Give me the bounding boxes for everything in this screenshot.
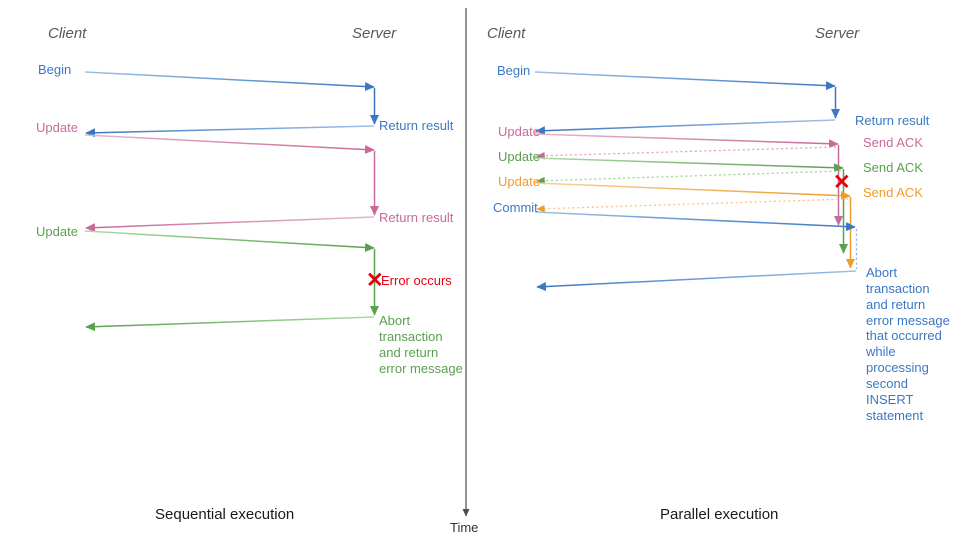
right-panel-caption: Parallel execution [660,506,779,523]
arrow-send-ack-3 [536,198,849,213]
arrow-abort-return-left [85,316,375,332]
arrow-begin [84,71,375,92]
left-panel-arrows [84,71,379,332]
right-label-update-3: Update [498,174,540,189]
right-label-commit: Commit [493,200,538,215]
error-x-icon-left: ✕ [366,269,384,292]
left-label-return-result-1: Return result [379,118,454,133]
left-label-update-1: Update [36,120,78,135]
left-label-update-2: Update [36,224,78,239]
right-label-send-ack-2: Send ACK [863,160,923,175]
right-label-update-2: Update [498,149,540,164]
arrow-update-2 [84,230,375,252]
right-label-send-ack-3: Send ACK [863,185,923,200]
right-label-abort-block: Abort transaction and return error messa… [866,265,950,423]
right-label-return-result: Return result [855,113,930,128]
arrow-return-result-2 [85,216,375,233]
right-label-begin: Begin [497,63,531,78]
arrow-return-result-right [535,119,836,136]
right-panel-arrows [534,71,858,292]
arrow-update-2-right [534,157,844,173]
left-label-return-result-2: Return result [379,210,454,225]
left-panel-caption: Sequential execution [155,506,295,523]
arrow-update-1 [84,134,375,155]
left-server-header: Server [352,25,397,42]
right-server-header: Server [815,25,860,42]
arrow-return-result-1 [85,125,375,138]
left-label-error-occurs: Error occurs [381,273,452,288]
arrow-commit [534,211,856,232]
arrow-update-3-right [534,182,851,201]
right-client-header: Client [487,25,526,42]
left-label-abort-block: Abort transaction and return error messa… [379,313,463,376]
right-label-update-1: Update [498,124,540,139]
right-label-send-ack-1: Send ACK [863,135,923,150]
left-client-header: Client [48,25,87,42]
error-x-icon-right: ✕ [833,171,851,194]
time-axis-label: Time [450,520,479,535]
arrow-send-ack-1 [536,146,837,160]
left-label-begin: Begin [38,62,72,77]
arrow-abort-return-right [536,270,857,292]
arrow-begin-right [534,71,836,91]
arrow-send-ack-2 [536,170,842,185]
arrow-update-1-right [534,133,839,149]
